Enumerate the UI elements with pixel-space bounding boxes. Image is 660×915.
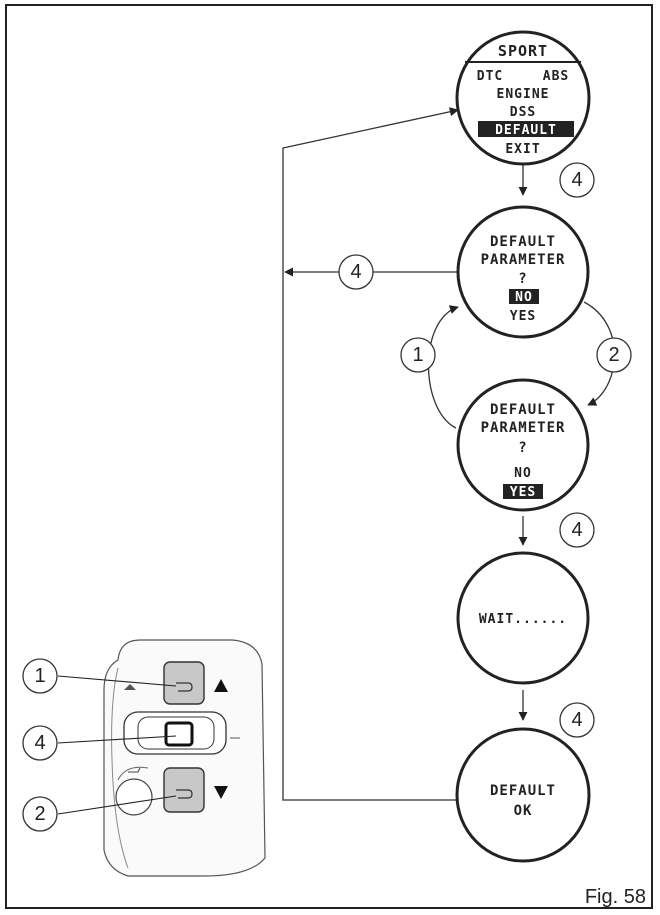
ok-screen: DEFAULT OK xyxy=(455,727,591,863)
housing-contour xyxy=(111,667,129,869)
control-callout-down xyxy=(22,796,58,832)
low-beam-icon xyxy=(128,767,141,773)
callout-menu-to-confirm-number: 4 xyxy=(571,169,582,191)
menu-item-engine: ENGINE xyxy=(497,87,550,102)
leader-down xyxy=(57,795,177,815)
switch-housing xyxy=(103,639,266,877)
confirm-yes-option-yes-selected: YES xyxy=(510,485,536,500)
menu-item-dss: DSS xyxy=(510,105,536,120)
confirm-no-line1: DEFAULT xyxy=(490,234,556,250)
confirm-no-screen: DEFAULT PARAMETER ? NO YES xyxy=(456,205,590,339)
figure-label: Fig. 58 xyxy=(584,886,646,908)
menu-item-dtc: DTC xyxy=(477,69,503,84)
small-up-icon xyxy=(124,684,136,690)
wait-text: WAIT...... xyxy=(479,612,567,627)
arrow-up-cycle xyxy=(427,305,459,429)
callout-yes-to-wait xyxy=(559,512,595,548)
up-triangle-icon xyxy=(214,679,228,692)
down-button-symbol xyxy=(176,789,193,799)
horn-contour xyxy=(117,766,149,781)
callout-wait-to-ok xyxy=(559,702,595,738)
confirm-yes-question: ? xyxy=(518,440,527,456)
control-callout-up-number: 1 xyxy=(34,665,45,687)
control-callout-center-number: 4 xyxy=(34,732,45,754)
callout-confirm-back xyxy=(338,254,374,290)
leader-up xyxy=(57,675,177,687)
up-button-symbol xyxy=(176,682,193,692)
confirm-yes-option-no: NO xyxy=(514,466,532,481)
menu-screen: SPORT DTC ABS ENGINE DSS DEFAULT EXIT xyxy=(455,30,591,166)
callout-yes-to-wait-number: 4 xyxy=(571,519,582,541)
control-callout-center xyxy=(22,725,58,761)
confirm-no-line2: PARAMETER xyxy=(481,252,566,268)
callout-up-number: 1 xyxy=(412,344,423,366)
control-callout-down-number: 2 xyxy=(34,803,45,825)
center-button[interactable] xyxy=(164,721,194,747)
callout-confirm-back-number: 4 xyxy=(350,261,361,283)
control-callout-up xyxy=(22,658,58,694)
confirm-no-option-no-selected: NO xyxy=(515,290,533,305)
callout-menu-to-confirm xyxy=(559,162,595,198)
return-line xyxy=(282,107,459,801)
menu-item-abs: ABS xyxy=(543,69,569,84)
callout-wait-to-ok-number: 4 xyxy=(571,709,582,731)
confirm-no-option-yes: YES xyxy=(510,309,536,324)
confirm-yes-screen: DEFAULT PARAMETER ? NO YES xyxy=(456,378,590,512)
figure-frame xyxy=(5,4,653,909)
confirm-yes-line2: PARAMETER xyxy=(481,420,566,436)
menu-item-default-selected: DEFAULT xyxy=(495,123,557,138)
return-path xyxy=(282,107,459,801)
confirm-yes-line1: DEFAULT xyxy=(490,402,556,418)
menu-title: SPORT xyxy=(498,42,548,60)
ok-line1: DEFAULT xyxy=(490,783,556,799)
menu-item-exit: EXIT xyxy=(505,142,540,157)
horn-button[interactable] xyxy=(115,778,153,816)
wait-screen: WAIT...... xyxy=(456,551,590,685)
confirm-no-question: ? xyxy=(518,271,527,287)
ok-line2: OK xyxy=(514,803,533,819)
leader-center xyxy=(57,735,177,744)
handlebar-switch-illustration: 1 4 2 xyxy=(22,639,266,877)
down-triangle-icon xyxy=(214,786,228,799)
callout-up xyxy=(400,337,436,373)
callout-down xyxy=(596,337,632,373)
callout-down-number: 2 xyxy=(608,344,619,366)
